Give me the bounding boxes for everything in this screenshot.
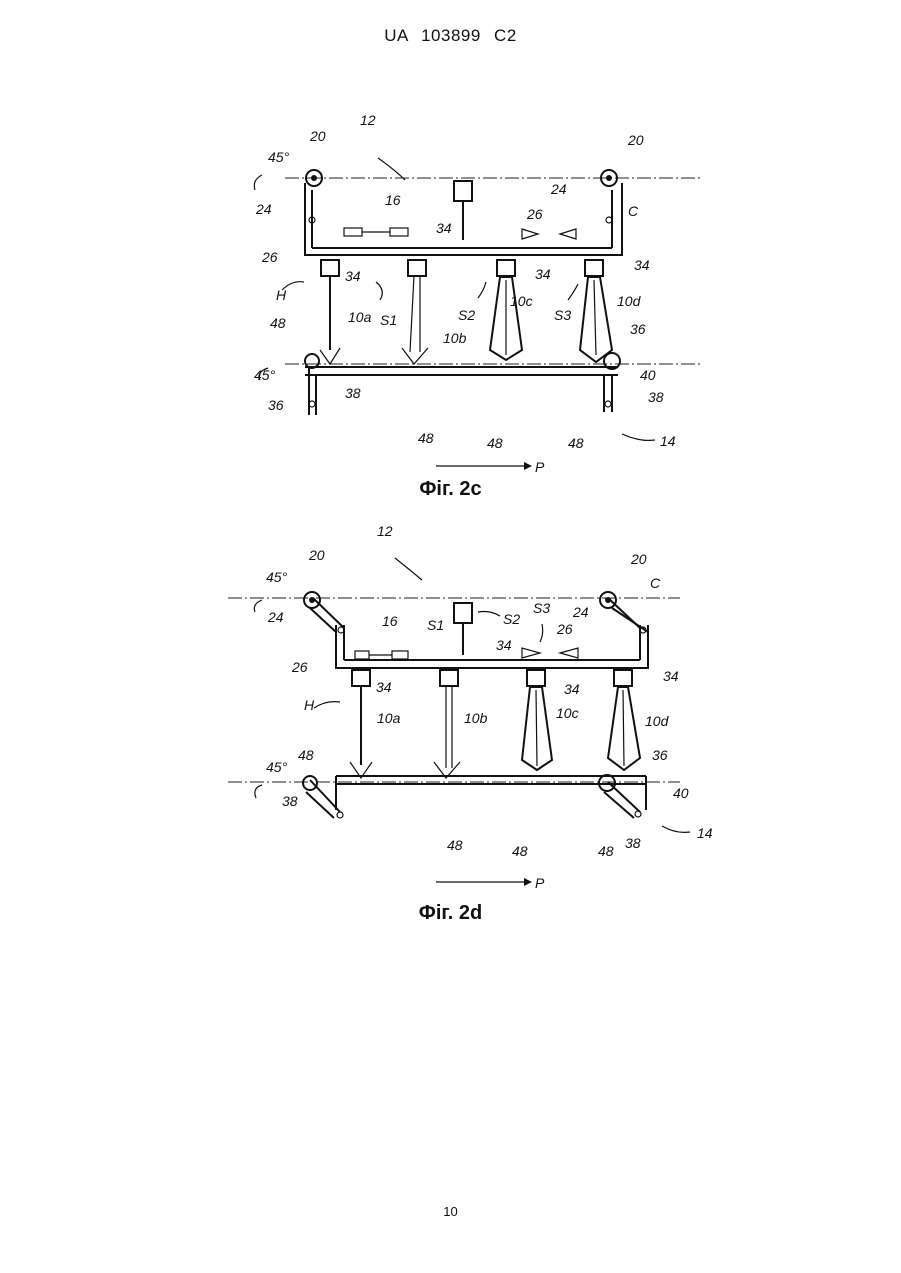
- label-38: 38: [282, 793, 298, 809]
- figure-2c: 12 20 20 45° 24 24 16 C 26 34 26 34 34 3…: [0, 0, 901, 520]
- label-48: 48: [487, 435, 503, 451]
- label-26: 26: [556, 621, 573, 637]
- figure-2d: 12 20 20 45° C S3 S2 16 S1 24 24 26 34 2…: [0, 520, 901, 940]
- label-34: 34: [663, 668, 679, 684]
- label-P: P: [535, 875, 545, 891]
- label-24: 24: [572, 604, 589, 620]
- label-36: 36: [268, 397, 284, 413]
- label-48: 48: [568, 435, 584, 451]
- label-38: 38: [625, 835, 641, 851]
- page-number: 10: [0, 1204, 901, 1219]
- label-36: 36: [652, 747, 668, 763]
- label-45-deg: 45°: [254, 367, 276, 383]
- figure-2d-labels: 12 20 20 45° C S3 S2 16 S1 24 24 26 34 2…: [0, 520, 901, 940]
- label-34: 34: [496, 637, 512, 653]
- label-16: 16: [385, 192, 401, 208]
- label-34: 34: [436, 220, 452, 236]
- label-36: 36: [630, 321, 646, 337]
- label-H: H: [276, 287, 287, 303]
- label-26: 26: [261, 249, 278, 265]
- label-10a: 10a: [377, 710, 401, 726]
- label-38: 38: [648, 389, 664, 405]
- label-48: 48: [447, 837, 463, 853]
- label-24: 24: [255, 201, 272, 217]
- label-26: 26: [291, 659, 308, 675]
- label-48: 48: [298, 747, 314, 763]
- label-10d: 10d: [617, 293, 642, 309]
- label-S1: S1: [380, 312, 397, 328]
- label-34: 34: [535, 266, 551, 282]
- label-20: 20: [308, 547, 325, 563]
- label-S2: S2: [458, 307, 475, 323]
- label-12: 12: [360, 112, 376, 128]
- label-34: 34: [564, 681, 580, 697]
- label-20: 20: [309, 128, 326, 144]
- label-S3: S3: [554, 307, 571, 323]
- label-10c: 10c: [510, 293, 533, 309]
- label-24: 24: [550, 181, 567, 197]
- label-26: 26: [526, 206, 543, 222]
- label-24: 24: [267, 609, 284, 625]
- label-45-deg: 45°: [266, 569, 288, 585]
- label-34: 34: [345, 268, 361, 284]
- label-10b: 10b: [443, 330, 467, 346]
- label-45-deg: 45°: [268, 149, 290, 165]
- label-48: 48: [418, 430, 434, 446]
- label-12: 12: [377, 523, 393, 539]
- label-16: 16: [382, 613, 398, 629]
- label-C: C: [628, 203, 639, 219]
- figure-caption: Фіг. 2c: [0, 478, 901, 501]
- label-40: 40: [640, 367, 656, 383]
- label-34: 34: [376, 679, 392, 695]
- label-40: 40: [673, 785, 689, 801]
- label-20: 20: [630, 551, 647, 567]
- label-20: 20: [627, 132, 644, 148]
- label-H: H: [304, 697, 315, 713]
- label-48: 48: [270, 315, 286, 331]
- label-10a: 10a: [348, 309, 372, 325]
- label-S1: S1: [427, 617, 444, 633]
- label-38: 38: [345, 385, 361, 401]
- figure-caption: Фіг. 2d: [0, 902, 901, 925]
- label-48: 48: [512, 843, 528, 859]
- label-45-deg: 45°: [266, 759, 288, 775]
- label-34: 34: [634, 257, 650, 273]
- label-S3: S3: [533, 600, 550, 616]
- label-14: 14: [697, 825, 713, 841]
- label-S2: S2: [503, 611, 520, 627]
- label-14: 14: [660, 433, 676, 449]
- figure-2c-labels: 12 20 20 45° 24 24 16 C 26 34 26 34 34 3…: [0, 0, 901, 520]
- label-10b: 10b: [464, 710, 488, 726]
- label-10c: 10c: [556, 705, 579, 721]
- label-C: C: [650, 575, 661, 591]
- label-P: P: [535, 459, 545, 475]
- label-10d: 10d: [645, 713, 670, 729]
- label-48: 48: [598, 843, 614, 859]
